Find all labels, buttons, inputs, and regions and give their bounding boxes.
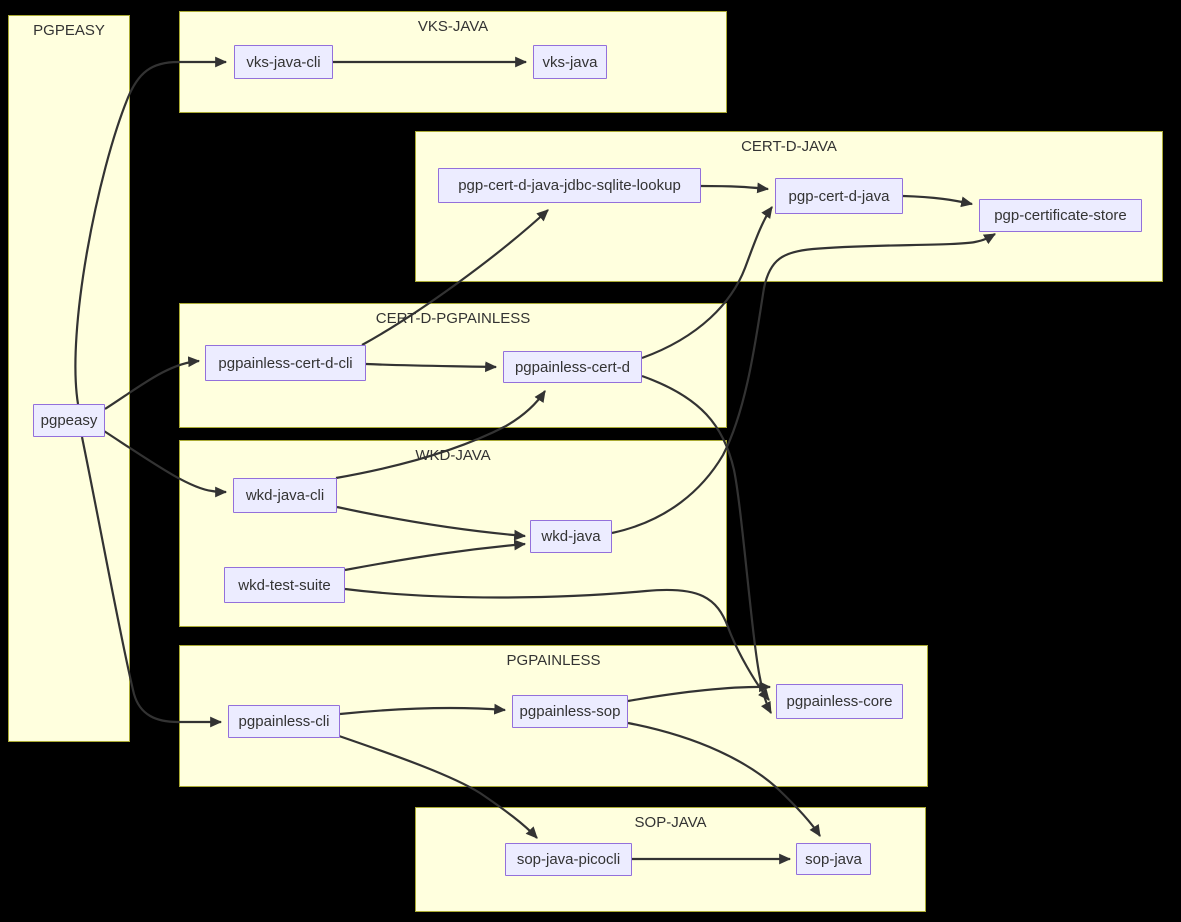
- edge-pgp-cert-d-java-jdbc-sqlite-lookup-to-pgp-cert-d-java: [700, 182, 770, 194]
- node-sop-java-picocli: sop-java-picocli: [505, 843, 632, 876]
- node-pgpainless-sop: pgpainless-sop: [512, 695, 628, 728]
- edge-wkd-java-to-pgp-certificate-store: [611, 233, 996, 535]
- cluster-title-pgpeasy-group: PGPEASY: [33, 22, 105, 39]
- node-pgpainless-core: pgpainless-core: [776, 684, 903, 719]
- cluster-title-wkd-java-group: WKD-JAVA: [415, 447, 491, 464]
- edge-pgp-cert-d-java-to-pgp-certificate-store: [902, 194, 974, 208]
- cluster-pgpeasy-group: PGPEASY: [8, 15, 130, 742]
- node-wkd-test-suite: wkd-test-suite: [224, 567, 345, 603]
- edge-wkd-test-suite-to-wkd-java: [344, 539, 527, 572]
- node-pgpainless-cert-d-cli: pgpainless-cert-d-cli: [205, 345, 366, 381]
- edge-pgpainless-cert-d-cli-to-pgp-cert-d-java-jdbc-sqlite-lookup: [361, 209, 549, 346]
- edge-pgpainless-sop-to-pgpainless-core: [627, 681, 772, 703]
- edge-pgpainless-cert-d-cli-to-pgpainless-cert-d: [365, 361, 498, 373]
- cluster-title-vks-java-group: VKS-JAVA: [417, 18, 489, 35]
- node-wkd-java-cli: wkd-java-cli: [233, 478, 337, 513]
- edge-wkd-java-cli-to-wkd-java: [336, 505, 527, 541]
- edge-wkd-test-suite-to-pgpainless-core: [344, 587, 770, 701]
- node-pgp-cert-d-java-jdbc-sqlite-lookup: pgp-cert-d-java-jdbc-sqlite-lookup: [438, 168, 701, 203]
- edge-wkd-java-cli-to-pgpainless-cert-d: [335, 390, 546, 480]
- edge-pgpainless-sop-to-sop-java: [627, 721, 821, 837]
- node-pgp-certificate-store: pgp-certificate-store: [979, 199, 1142, 232]
- node-vks-java: vks-java: [533, 45, 607, 79]
- edge-pgpeasy-to-pgpainless-cli: [80, 436, 223, 728]
- node-sop-java: sop-java: [796, 843, 871, 875]
- edge-pgpeasy-to-vks-java-cli: [74, 56, 228, 405]
- edge-pgpainless-cli-to-sop-java-picocli: [338, 734, 538, 839]
- edge-pgpainless-cert-d-to-pgpainless-core: [641, 374, 772, 714]
- cluster-title-cert-d-java-group: CERT-D-JAVA: [741, 138, 837, 155]
- edge-pgpainless-cli-to-pgpainless-sop: [339, 703, 507, 716]
- cluster-title-sop-java-group: SOP-JAVA: [634, 814, 707, 831]
- edge-pgpainless-cert-d-to-pgp-cert-d-java: [641, 206, 773, 360]
- edge-pgpeasy-to-wkd-java-cli: [103, 430, 228, 498]
- node-pgpainless-cli: pgpainless-cli: [228, 705, 340, 738]
- node-vks-java-cli: vks-java-cli: [234, 45, 333, 79]
- node-pgpainless-cert-d: pgpainless-cert-d: [503, 351, 642, 383]
- edge-pgpeasy-to-pgpainless-cert-d-cli: [104, 356, 201, 410]
- node-pgp-cert-d-java: pgp-cert-d-java: [775, 178, 903, 214]
- node-pgpeasy: pgpeasy: [33, 404, 105, 437]
- cluster-title-pgpainless-group: PGPAINLESS: [506, 652, 601, 669]
- node-wkd-java: wkd-java: [530, 520, 612, 553]
